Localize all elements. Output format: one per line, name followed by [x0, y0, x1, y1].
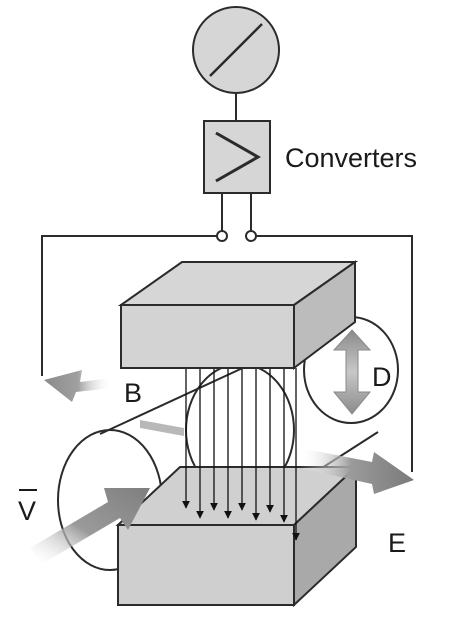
top-magnet — [117, 260, 359, 371]
wire-right — [256, 235, 413, 472]
pipe-axis-shade — [140, 420, 184, 436]
label-b: B — [124, 378, 142, 408]
amplifier-symbol — [215, 131, 262, 183]
wire-left — [41, 235, 217, 376]
velocity-v-arrow — [30, 488, 150, 564]
terminal-left — [216, 230, 228, 242]
diameter-arrow — [332, 329, 372, 415]
voltage-e-arrow — [300, 448, 414, 494]
svg-text:V: V — [18, 496, 36, 526]
converters-label: Converters — [285, 143, 417, 173]
meter-needle — [209, 23, 263, 77]
terminal-right — [245, 230, 257, 242]
bottom-magnet — [115, 464, 359, 608]
magnetic-field-lines — [182, 368, 300, 541]
label-v: V — [18, 489, 37, 526]
label-d: D — [372, 362, 392, 392]
converter-box — [203, 120, 271, 194]
meter-gauge — [192, 6, 280, 94]
label-e: E — [388, 528, 406, 558]
field-b-arrow — [44, 370, 112, 402]
